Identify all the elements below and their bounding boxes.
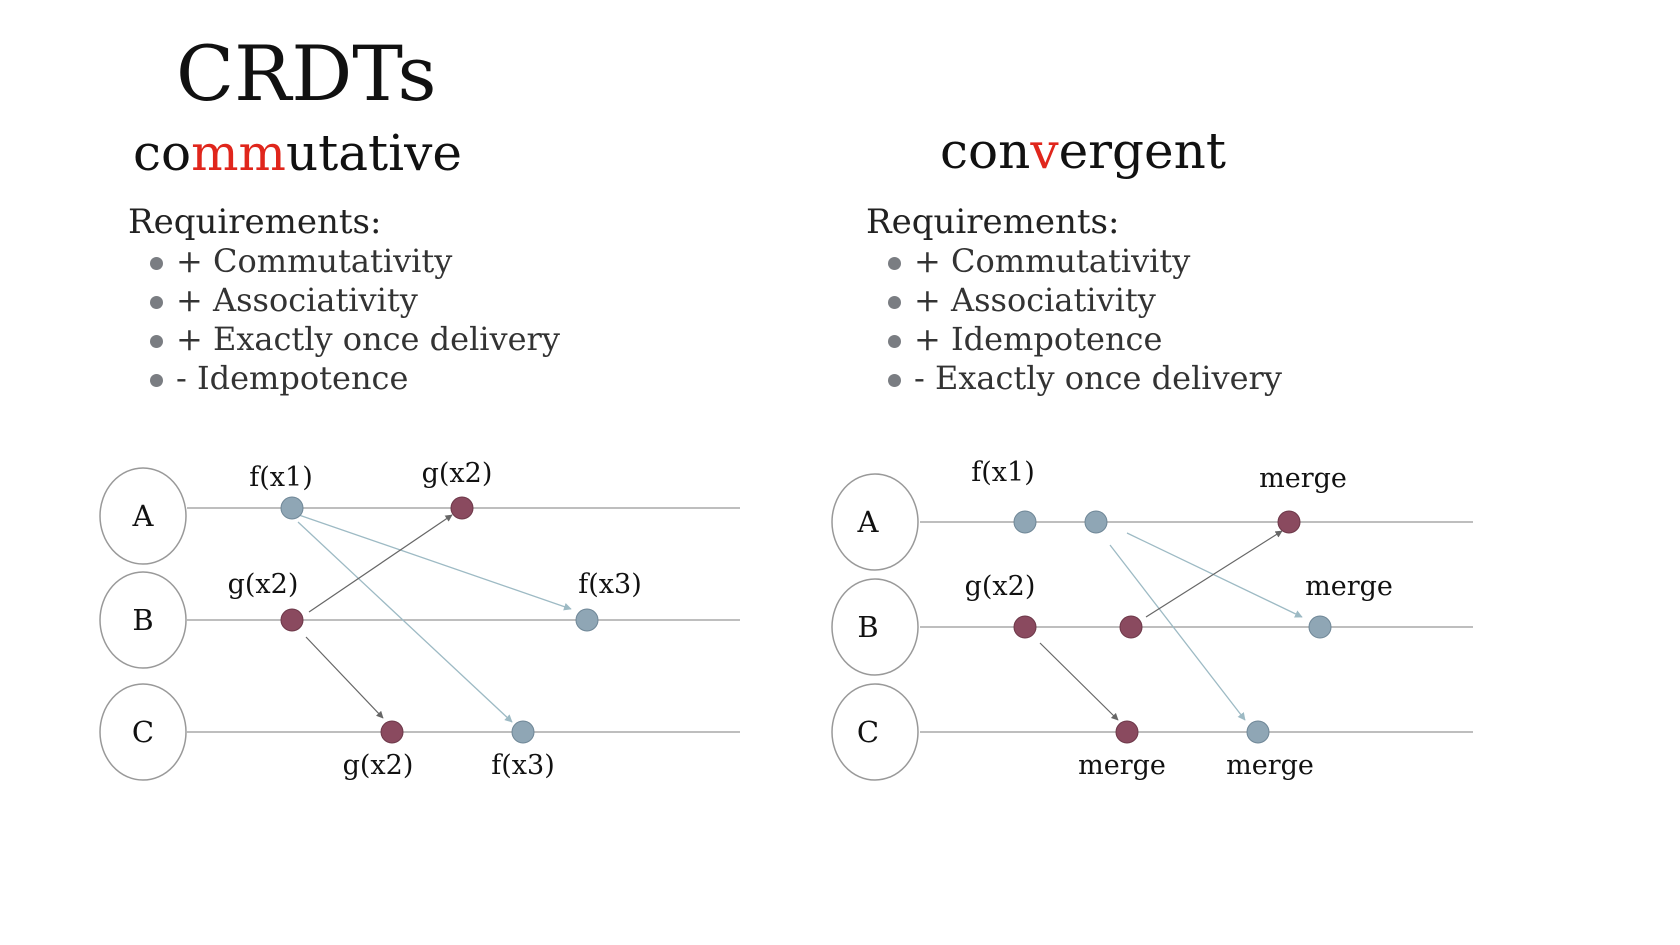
event-f-a [280, 496, 304, 520]
bullet-icon [888, 374, 901, 387]
requirement-item: + Associativity [888, 281, 1282, 320]
requirement-text: - Exactly once delivery [914, 359, 1282, 397]
requirement-text: + Associativity [176, 281, 418, 319]
requirement-item: + Commutativity [888, 242, 1282, 281]
event-g-a [450, 496, 474, 520]
message-arrow-state-b-to-c [1039, 642, 1119, 721]
message-arrow-f-a-to-b [295, 513, 572, 611]
right-requirements-list: + Commutativity + Associativity + Idempo… [888, 242, 1282, 398]
replica-a-node [831, 473, 919, 571]
requirement-item: + Idempotence [888, 320, 1282, 359]
event-label: g(x2) [343, 750, 414, 781]
heading-highlight: mm [191, 124, 286, 182]
right-requirements-label: Requirements: [866, 202, 1120, 242]
requirement-text: + Commutativity [914, 242, 1191, 280]
event-label: f(x3) [491, 750, 554, 781]
replica-a-label: A [132, 499, 155, 533]
bullet-icon [888, 296, 901, 309]
bullet-icon [888, 335, 901, 348]
event-merge-c1 [1115, 720, 1139, 744]
message-arrow-state-a-to-c [1109, 544, 1246, 721]
heading-part: ergent [1058, 122, 1226, 180]
event-g-c [380, 720, 404, 744]
replica-c-label: C [132, 715, 154, 749]
commutative-heading: commutative [133, 128, 462, 178]
requirement-text: + Commutativity [176, 242, 453, 280]
heading-part: con [940, 122, 1031, 180]
heading-highlight: v [1030, 122, 1059, 180]
event-label: g(x2) [422, 458, 493, 489]
event-label: merge [1226, 750, 1314, 781]
message-arrow-g-b-to-c [305, 636, 384, 719]
requirement-text: + Idempotence [914, 320, 1163, 358]
message-arrow-state-b-to-a [1145, 530, 1283, 618]
message-arrow-g-b-to-a [308, 514, 453, 613]
event-label: g(x2) [228, 569, 299, 600]
bullet-icon [888, 257, 901, 270]
event-merge-a [1277, 510, 1301, 534]
requirement-item: + Associativity [150, 281, 560, 320]
convergent-heading: convergent [940, 126, 1226, 176]
event-state-a [1084, 510, 1108, 534]
left-requirements-list: + Commutativity + Associativity + Exactl… [150, 242, 560, 398]
event-merge-c2 [1246, 720, 1270, 744]
event-merge-b [1308, 615, 1332, 639]
heading-part: co [133, 124, 192, 182]
bullet-icon [150, 257, 163, 270]
requirement-item: + Exactly once delivery [150, 320, 560, 359]
message-arrow-f-a-to-c [297, 521, 513, 723]
requirement-item: + Commutativity [150, 242, 560, 281]
event-g-b [1013, 615, 1037, 639]
requirement-text: - Idempotence [176, 359, 409, 397]
replica-c-node [831, 683, 919, 781]
requirement-text: + Associativity [914, 281, 1156, 319]
bullet-icon [150, 374, 163, 387]
event-label: g(x2) [965, 571, 1036, 602]
bullet-icon [150, 335, 163, 348]
replica-c-label: C [857, 715, 879, 749]
requirement-item: - Exactly once delivery [888, 359, 1282, 398]
event-f-c [511, 720, 535, 744]
event-label: merge [1078, 750, 1166, 781]
slide-title: CRDTs [176, 29, 437, 118]
convergent-diagram: A B C f(x1) merge g(x2) merge merge merg… [831, 457, 1473, 781]
bullet-icon [150, 296, 163, 309]
replica-a-label: A [857, 505, 880, 539]
event-label: f(x1) [249, 462, 312, 493]
message-arrow-state-a-to-b [1126, 532, 1303, 618]
requirement-item: - Idempotence [150, 359, 560, 398]
replica-b-label: B [132, 603, 153, 637]
event-state-b [1119, 615, 1143, 639]
event-f-a [1013, 510, 1037, 534]
replica-c-node [99, 683, 187, 781]
event-label: f(x3) [578, 569, 641, 600]
requirement-text: + Exactly once delivery [176, 320, 560, 358]
replica-b-node [99, 571, 187, 669]
replica-a-node [99, 467, 187, 565]
event-g-b [280, 608, 304, 632]
event-label: f(x1) [971, 457, 1034, 488]
event-label: merge [1305, 571, 1393, 602]
replica-b-label: B [857, 610, 878, 644]
commutative-diagram: A B C f(x1) g(x2) g(x2) f(x3) g(x2) f(x3… [99, 458, 740, 781]
event-f-b [575, 608, 599, 632]
left-requirements-label: Requirements: [128, 202, 382, 242]
event-label: merge [1259, 463, 1347, 494]
replica-b-node [831, 578, 919, 676]
heading-part: utative [285, 124, 462, 182]
